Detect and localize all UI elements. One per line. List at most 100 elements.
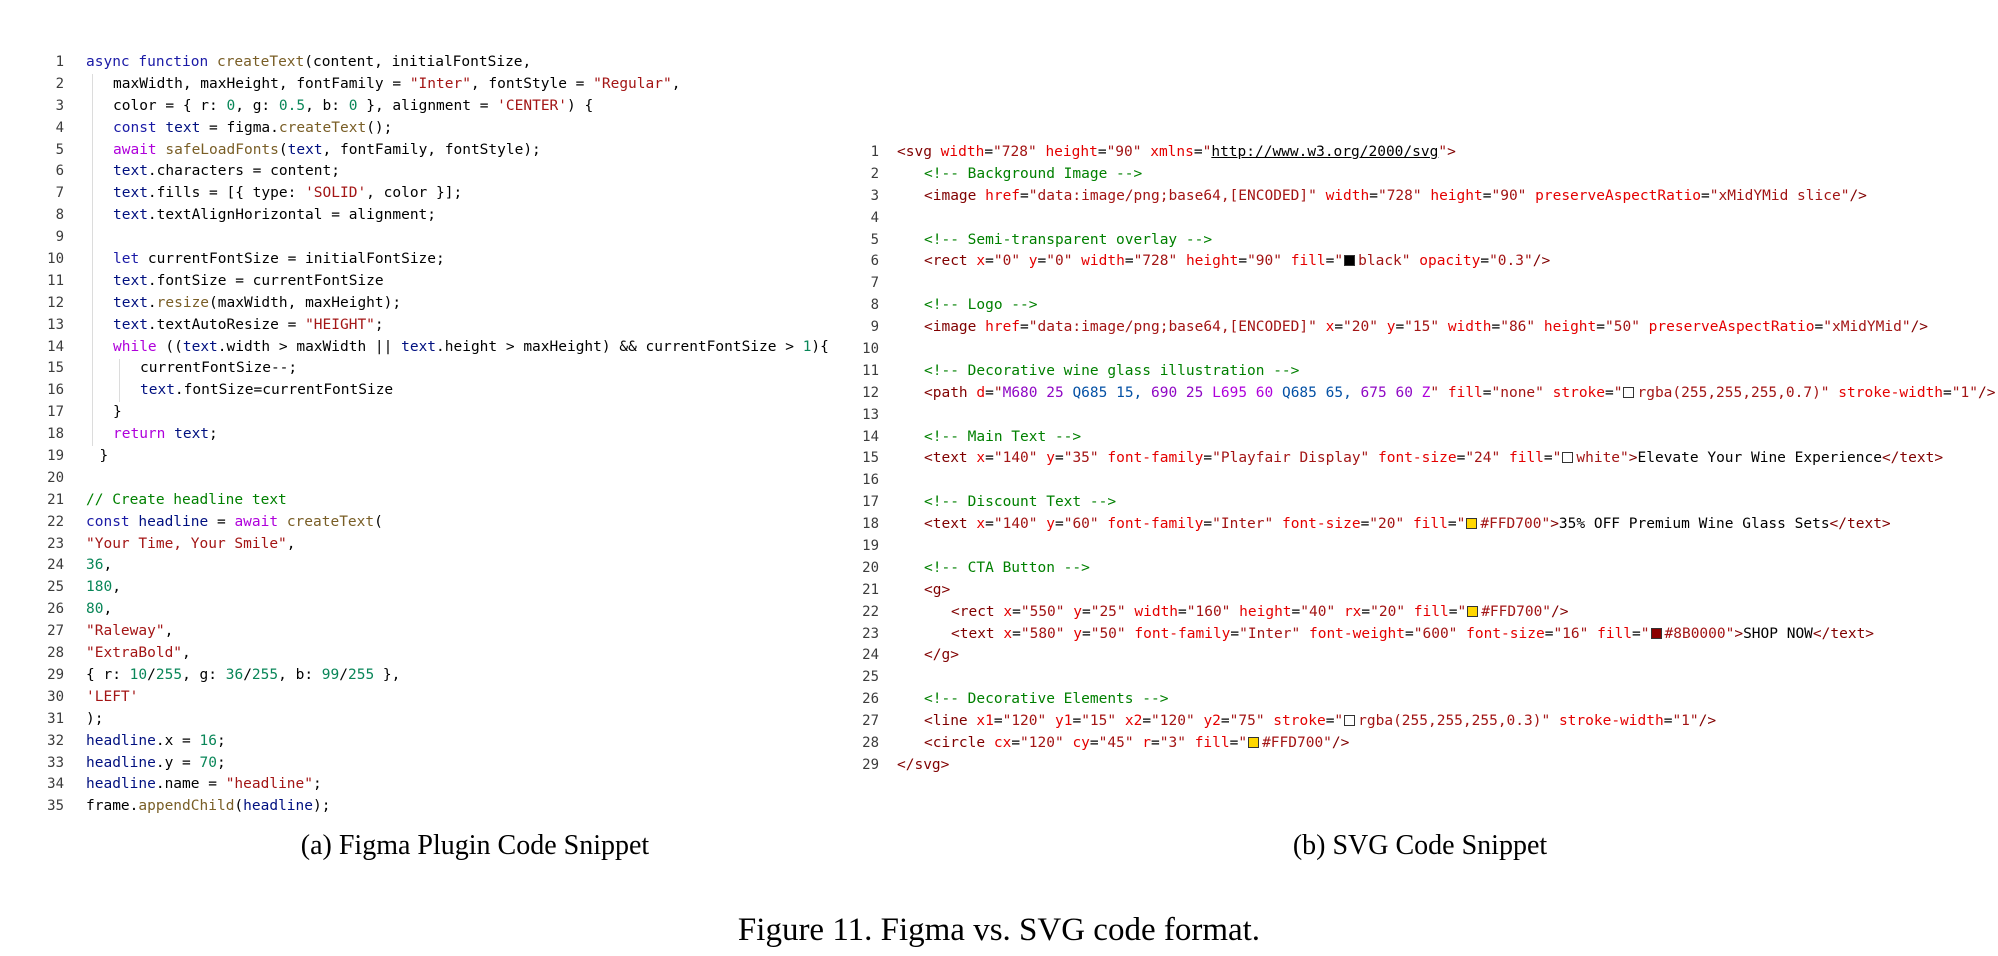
code-token: text bbox=[113, 207, 148, 224]
code-token: text bbox=[174, 426, 210, 443]
code-token: , bbox=[112, 579, 121, 596]
code-token: headline bbox=[86, 732, 156, 749]
code-token: await bbox=[234, 513, 287, 530]
code-text: <text x="140" y="35" font-family="Playfa… bbox=[924, 448, 1943, 470]
code-token: .height > maxHeight) && currentFontSize … bbox=[436, 338, 803, 355]
code-token: return bbox=[113, 426, 175, 443]
line-number: 18 bbox=[862, 516, 879, 533]
color-swatch-icon bbox=[1623, 386, 1635, 398]
code-token: " bbox=[1238, 735, 1248, 752]
line-number: 2 bbox=[55, 75, 64, 92]
code-token: font-size bbox=[1378, 450, 1457, 467]
color-swatch-icon bbox=[1344, 715, 1356, 727]
line-number: 24 bbox=[47, 557, 64, 574]
code-line: 5<!-- Semi-transparent overlay --> bbox=[845, 230, 1995, 252]
code-token: "Your Time, Your Smile" bbox=[86, 535, 287, 552]
code-token: y1 bbox=[1054, 713, 1073, 730]
code-text: <text x="580" y="50" font-family="Inter"… bbox=[951, 624, 1874, 646]
line-number: 3 bbox=[55, 97, 64, 114]
code-token: "120" bbox=[1151, 713, 1204, 730]
code-token: color = { r: bbox=[113, 97, 227, 114]
code-token: Q685 15, bbox=[1072, 384, 1152, 401]
code-token: </text> bbox=[1829, 516, 1891, 533]
code-token: currentFontSize--; bbox=[140, 360, 298, 377]
code-token: resize bbox=[156, 294, 210, 311]
line-number: 15 bbox=[47, 360, 64, 377]
code-token: font-family bbox=[1107, 516, 1204, 533]
code-token: " bbox=[1457, 603, 1467, 620]
code-token: x bbox=[1003, 625, 1013, 642]
code-text: <image href="data:image/png;base64,[ENCO… bbox=[924, 186, 1867, 208]
code-token: http://www.w3.org/2000/svg bbox=[1211, 144, 1439, 160]
code-token: > bbox=[1550, 516, 1559, 533]
code-token: 690 25 bbox=[1151, 384, 1213, 401]
code-token: = bbox=[1229, 735, 1239, 752]
code-token: "40" bbox=[1300, 603, 1344, 620]
code-line: 2 <!-- Background Image --> bbox=[845, 164, 1995, 186]
line-number: 6 bbox=[870, 253, 879, 270]
line-number: 17 bbox=[862, 494, 879, 511]
code-token: text bbox=[113, 316, 148, 333]
line-number: 16 bbox=[862, 472, 879, 489]
code-line: 17<!-- Discount Text --> bbox=[845, 492, 1995, 514]
code-token: font-family bbox=[1107, 450, 1204, 467]
code-token: rgba(255,255,255,0.3)" bbox=[1358, 713, 1559, 730]
code-token: ); bbox=[86, 710, 104, 727]
code-text: 36, bbox=[86, 555, 112, 577]
code-line: 6<rect x="0" y="0" width="728" height="9… bbox=[845, 251, 1995, 273]
code-token: "550" bbox=[1020, 603, 1074, 620]
code-token: 'LEFT' bbox=[86, 688, 139, 705]
code-line: 4 bbox=[845, 208, 1995, 230]
code-token: "Inter" bbox=[1212, 516, 1282, 533]
code-token: "0" bbox=[1046, 253, 1082, 270]
code-text: <!-- Background Image --> bbox=[924, 164, 1142, 186]
code-text: <path d="M680 25 Q685 15, 690 25 L695 60… bbox=[924, 383, 1995, 405]
code-token: "728" bbox=[1133, 253, 1186, 270]
code-token: width bbox=[1081, 253, 1125, 270]
line-number: 9 bbox=[55, 229, 64, 246]
code-token: (( bbox=[165, 338, 183, 355]
code-token: /> bbox=[1532, 253, 1551, 270]
code-token: "headline" bbox=[225, 776, 313, 793]
code-token: "728" bbox=[1377, 187, 1431, 204]
code-token: .name = bbox=[155, 776, 226, 793]
code-token: , g: bbox=[182, 666, 226, 683]
code-text: <text x="140" y="60" font-family="Inter"… bbox=[924, 514, 1891, 536]
code-token: font-family bbox=[1134, 625, 1231, 642]
line-number: 5 bbox=[870, 231, 879, 248]
code-token: .textAutoResize = bbox=[147, 316, 306, 333]
code-token: <text bbox=[951, 625, 1004, 642]
code-token: text bbox=[113, 272, 148, 289]
code-line: 23<text x="580" y="50" font-family="Inte… bbox=[845, 624, 1995, 646]
color-swatch-icon bbox=[1344, 255, 1356, 267]
line-number: 13 bbox=[47, 316, 64, 333]
code-text: <svg width="728" height="90" xmlns="http… bbox=[897, 142, 1456, 164]
code-token: "1" bbox=[1672, 713, 1699, 730]
code-line: 16 bbox=[845, 470, 1995, 492]
code-token: x bbox=[976, 253, 986, 270]
code-token: = bbox=[1663, 713, 1673, 730]
code-token: = bbox=[1238, 253, 1248, 270]
line-number: 15 bbox=[862, 450, 879, 467]
line-number: 27 bbox=[47, 623, 64, 640]
code-text: 'LEFT' bbox=[86, 687, 138, 709]
code-text: text.textAlignHorizontal = alignment; bbox=[113, 205, 436, 227]
code-token: " bbox=[1438, 144, 1448, 160]
code-token: 16 bbox=[199, 732, 217, 749]
line-number: 10 bbox=[862, 341, 879, 358]
code-token: "xMidYMid" bbox=[1823, 319, 1911, 336]
code-token: headline bbox=[243, 798, 313, 815]
code-token: , g: bbox=[235, 97, 279, 114]
code-token: 675 60 bbox=[1360, 384, 1422, 401]
line-number: 2 bbox=[870, 165, 879, 182]
code-token: xmlns bbox=[1150, 144, 1194, 160]
code-token: = bbox=[1543, 450, 1553, 467]
code-token: maxWidth, maxHeight, fontFamily = bbox=[113, 75, 410, 92]
code-token: text bbox=[182, 338, 218, 355]
code-line: 23"Your Time, Your Smile", bbox=[30, 534, 830, 556]
code-token: , bbox=[164, 623, 174, 640]
line-number: 27 bbox=[862, 713, 879, 730]
